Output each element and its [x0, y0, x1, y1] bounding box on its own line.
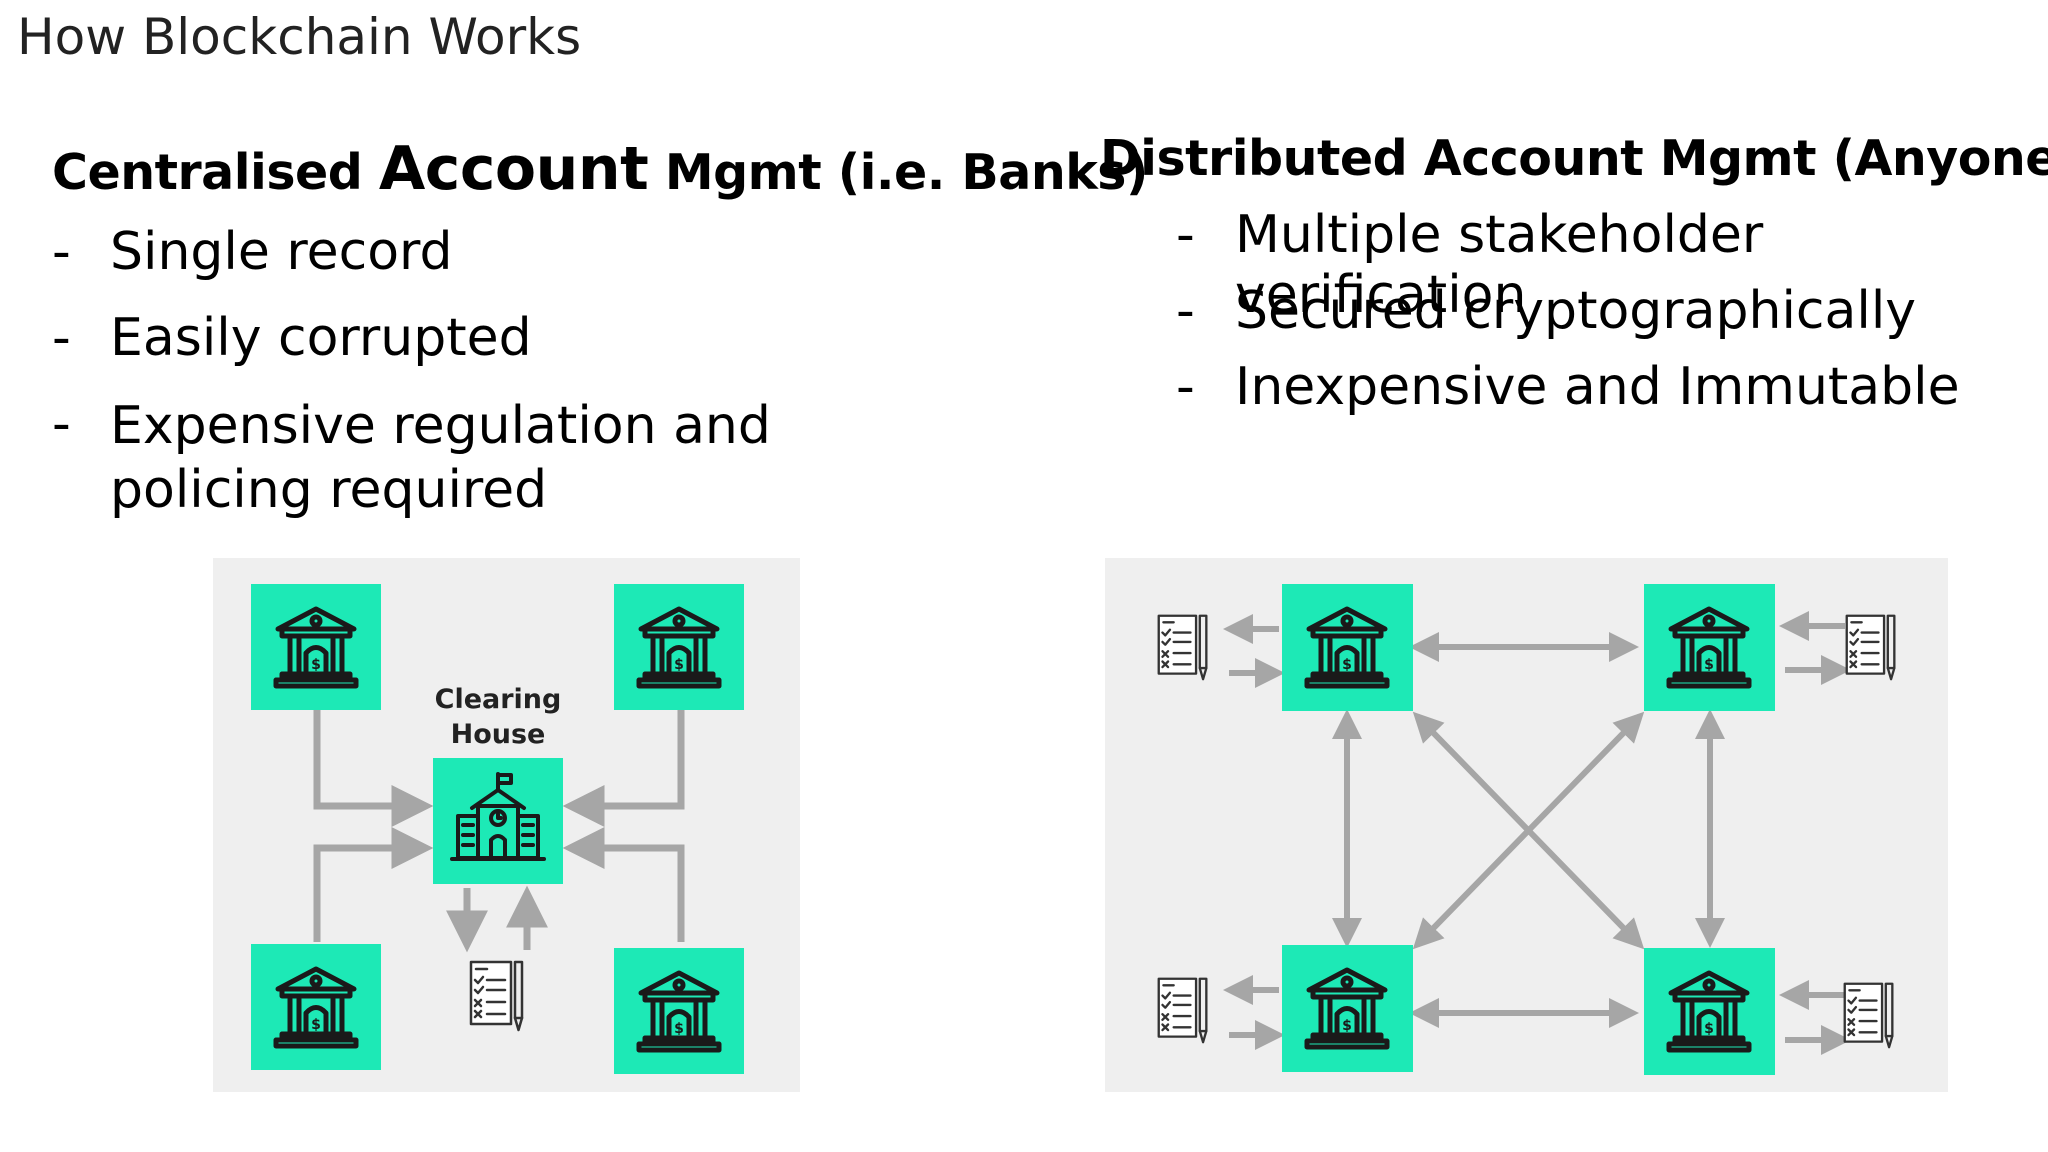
bullet-dash: - — [52, 222, 71, 282]
ledger-document-icon — [1843, 982, 1894, 1049]
bank-node-top-right — [614, 584, 744, 710]
flow-arrow — [313, 710, 434, 827]
bank-node-bottom-right — [614, 948, 744, 1074]
centralised-bullet: - Expensive regulation and policing requ… — [52, 394, 1052, 522]
bullet-text: Secured cryptographically — [1235, 281, 1917, 341]
centralised-bullet: - Single record — [52, 222, 1052, 308]
distributed-bullet: - Inexpensive and Immutable — [1176, 357, 2046, 417]
bank-node-top-right — [1644, 584, 1775, 711]
distributed-bullet: - Multiple stakeholder verification — [1176, 205, 2046, 325]
bank-node-bottom-right — [1644, 948, 1775, 1075]
clearing-house-label-line2: House — [451, 719, 546, 750]
clearing-house-node — [433, 758, 563, 884]
centralised-heading-part-2: Account — [378, 134, 649, 204]
flow-arrow — [562, 827, 685, 942]
centralised-heading-part-3: Mgmt (i.e. Banks) — [648, 144, 1149, 201]
bank-node-top-left — [251, 584, 381, 710]
ledger-document-icon — [1157, 614, 1208, 681]
bank-node-top-left — [1282, 584, 1413, 711]
bullet-dash: - — [1176, 205, 1195, 265]
centralised-bullet: - Easily corrupted — [52, 308, 1052, 394]
bullet-text: Multiple stakeholder verification — [1235, 205, 1764, 325]
slide-title: How Blockchain Works — [17, 8, 582, 66]
flow-arrow — [313, 827, 434, 942]
ledger-document-icon — [1157, 977, 1208, 1044]
bank-node-bottom-left — [1282, 945, 1413, 1072]
distributed-heading: Distributed Account Mgmt (Anyone) — [1100, 130, 2048, 187]
bullet-dash: - — [1176, 357, 1195, 417]
distributed-bullet: - Secured cryptographically — [1176, 281, 2046, 357]
peer-link-arrow — [1412, 711, 1645, 950]
clearing-house-label-line1: Clearing — [435, 684, 562, 715]
centralised-heading: Centralised Account Mgmt (i.e. Banks) — [52, 134, 1148, 204]
bullet-dash: - — [52, 308, 71, 368]
bullet-text: Inexpensive and Immutable — [1235, 357, 1960, 417]
bullet-text: Single record — [110, 222, 453, 282]
centralised-bullet-list: - Single record - Easily corrupted - Exp… — [52, 222, 1052, 522]
ledger-document-icon — [1845, 614, 1896, 681]
bullet-dash: - — [52, 394, 71, 454]
distributed-bullet-list: - Multiple stakeholder verification - Se… — [1176, 205, 2046, 417]
bullet-text: Easily corrupted — [110, 308, 532, 368]
bullet-dash: - — [1176, 281, 1195, 341]
distributed-diagram — [1105, 558, 1948, 1092]
ledger-document-icon — [469, 960, 524, 1032]
bank-node-bottom-left — [251, 944, 381, 1070]
centralised-diagram: $ — [213, 558, 800, 1092]
bullet-text: Expensive regulation and policing requir… — [110, 396, 771, 520]
centralised-heading-part-1: Centralised — [52, 144, 379, 201]
flow-arrow — [562, 710, 685, 827]
